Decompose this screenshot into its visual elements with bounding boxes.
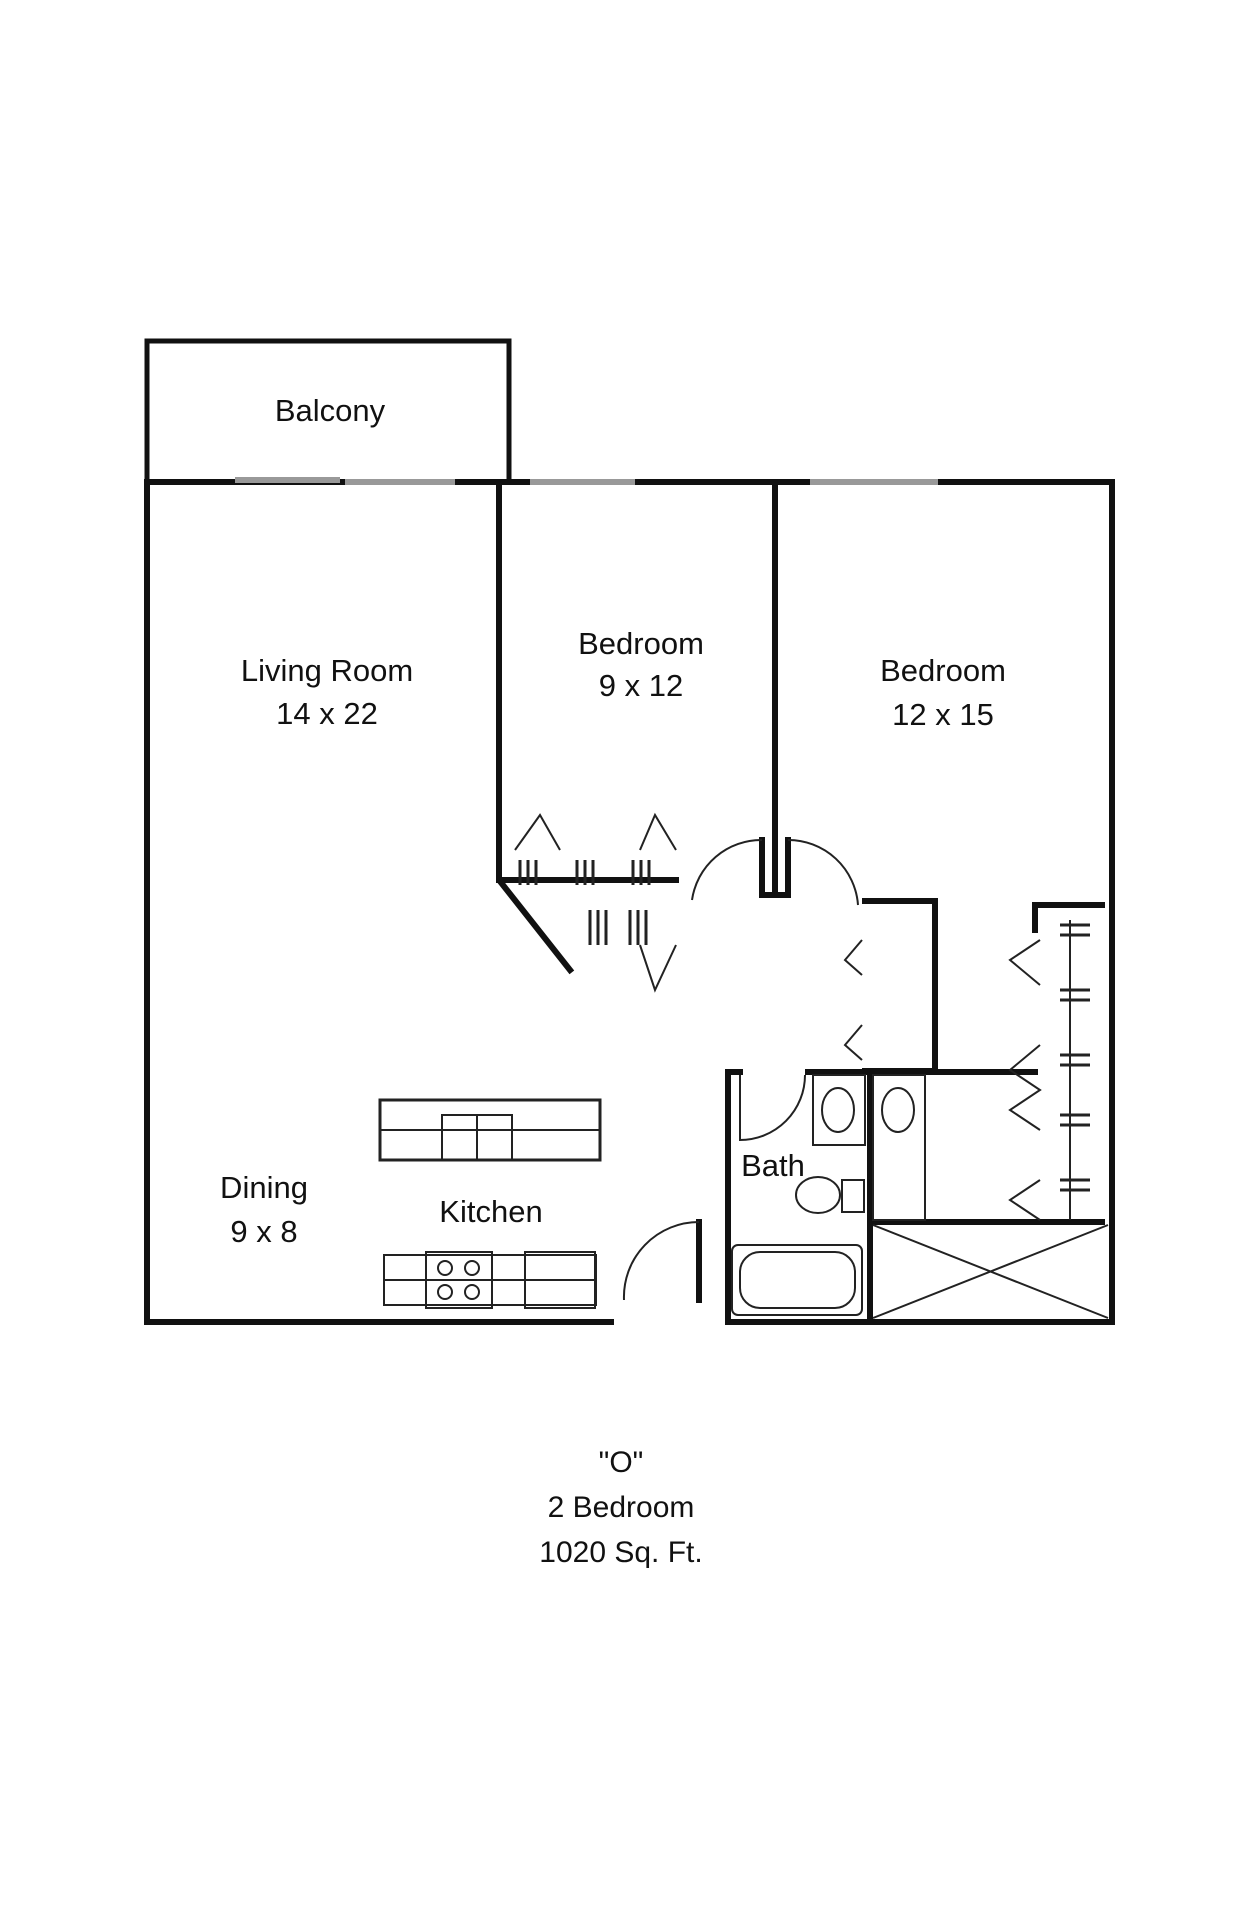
dining-size: 9 x 8	[230, 1214, 298, 1249]
living-room-label: Living Room	[240, 653, 414, 688]
kitchen-label: Kitchen	[439, 1194, 543, 1229]
hall-closet	[862, 898, 938, 1074]
sink-1	[821, 1087, 855, 1133]
hall-closet-doors	[843, 939, 863, 1061]
dining-label: Dining	[220, 1170, 308, 1205]
bedroom1-door-swing	[691, 838, 763, 901]
bath-label: Bath	[741, 1148, 805, 1183]
unit-code: "O"	[598, 1446, 644, 1479]
bedroom2-door-swing	[787, 838, 859, 906]
bedroom2-label: Bedroom	[880, 653, 1006, 688]
bedroom2-size: 12 x 15	[892, 697, 994, 732]
refrigerator	[524, 1251, 596, 1309]
right-closet-doors	[1008, 939, 1042, 1221]
stove	[425, 1251, 493, 1309]
toilet	[795, 1176, 841, 1214]
bedroom1-wall	[496, 479, 575, 975]
fixtures	[378, 812, 1109, 1319]
walls	[144, 338, 1115, 1325]
bedroom-divider-wall	[759, 479, 791, 898]
bedroom1-size: 9 x 12	[598, 668, 684, 703]
sink-2	[881, 1087, 915, 1133]
utility-closet-x	[872, 1224, 1109, 1319]
unit-type: 2 Bedroom	[547, 1491, 695, 1524]
bedroom1-label: Bedroom	[578, 626, 704, 661]
unit-area: 1020 Sq. Ft.	[539, 1536, 703, 1569]
vanity-1	[812, 1074, 866, 1146]
outer-wall-left-bottom	[144, 479, 614, 1325]
bathtub	[731, 1244, 863, 1316]
windows	[235, 477, 938, 485]
vanity-2	[872, 1074, 926, 1221]
right-closet	[1032, 902, 1105, 933]
living-room-size: 14 x 22	[276, 696, 378, 731]
closet-bifold-doors	[514, 812, 677, 993]
outer-wall-top-right	[144, 479, 1115, 1325]
entry-door-swing	[622, 1221, 700, 1301]
balcony-rail	[144, 338, 512, 485]
bath-door-swing	[739, 1074, 806, 1142]
caption: "O" 2 Bedroom 1020 Sq. Ft.	[539, 1440, 702, 1575]
balcony-label: Balcony	[274, 393, 386, 428]
